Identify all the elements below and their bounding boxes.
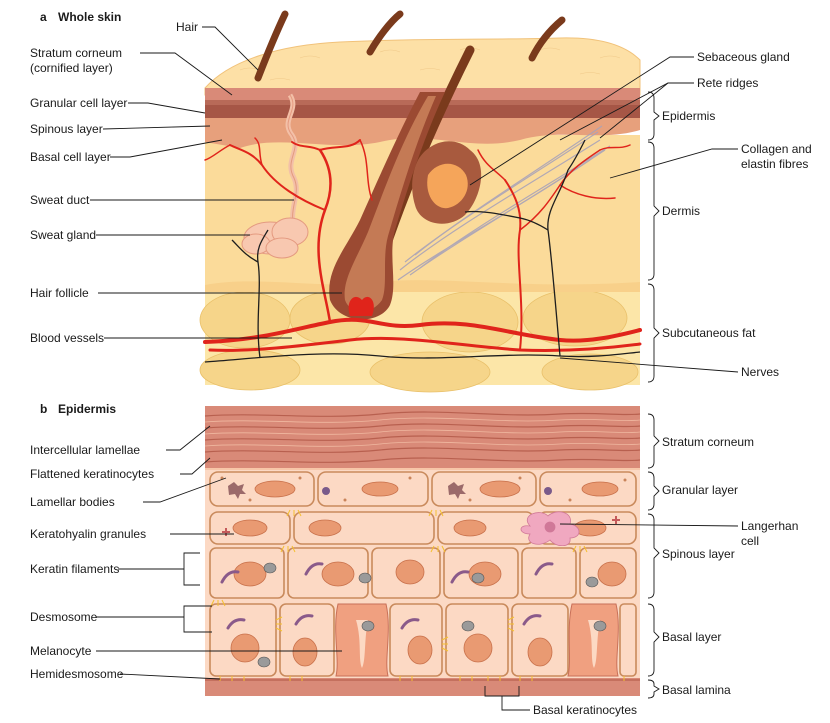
label-stratum-corneum: Stratum corneum [30,46,122,60]
label-basal-keratinocytes: Basal keratinocytes [533,703,637,717]
bracket-dermis: Dermis [662,204,700,218]
spinous-layer-upper [205,510,640,546]
label-melanocyte: Melanocyte [30,644,92,658]
label-langerhan-cell: cell [741,534,759,548]
label-hair: Hair [176,20,198,34]
label-keratin-filaments: Keratin filaments [30,562,119,576]
label-cornified-layer: (cornified layer) [30,61,113,75]
label-nerves: Nerves [741,365,779,379]
label-rete-ridges: Rete ridges [697,76,758,90]
label-keratohyalin-granules: Keratohyalin granules [30,527,146,541]
panel-a-brackets: Epidermis Dermis Subcutaneous fat [648,92,756,382]
bracket-spinous-layer: Spinous layer [662,547,735,561]
label-sweat-gland: Sweat gland [30,228,96,242]
panel-a-letter: a [40,10,47,24]
bracket-granular-layer: Granular layer [662,483,738,497]
whole-skin-panel: a Whole skin [30,10,812,392]
label-basal-cell-layer: Basal cell layer [30,150,111,164]
label-hemidesmosome: Hemidesmosome [30,667,124,681]
label-desmosome: Desmosome [30,610,98,624]
panel-b-letter: b [40,402,47,416]
panel-b-title: Epidermis [58,402,116,416]
panel-b-brackets: Stratum corneum Granular layer Spinous l… [648,414,754,698]
label-intercellular-lamellae: Intercellular lamellae [30,443,140,457]
label-sebaceous-gland: Sebaceous gland [697,50,790,64]
label-elastin-fibres: elastin fibres [741,157,808,171]
label-hair-follicle: Hair follicle [30,286,89,300]
bracket-stratum-corneum: Stratum corneum [662,435,754,449]
bracket-basal-layer: Basal layer [662,630,721,644]
label-flattened-keratinocytes: Flattened keratinocytes [30,467,154,481]
label-langerhan: Langerhan [741,519,798,533]
label-sweat-duct: Sweat duct [30,193,90,207]
label-collagen-and: Collagen and [741,142,812,156]
bracket-basal-lamina: Basal lamina [662,683,731,697]
label-granular-cell-layer: Granular cell layer [30,96,127,110]
label-lamellar-bodies: Lamellar bodies [30,495,115,509]
spinous-layer-lower [205,546,640,602]
panel-a-title: Whole skin [58,10,121,24]
bracket-subcutaneous-fat: Subcutaneous fat [662,326,756,340]
label-blood-vessels: Blood vessels [30,331,104,345]
stratum-corneum-lamellae [205,406,640,468]
basal-lamina [205,678,640,696]
label-spinous-layer: Spinous layer [30,122,103,136]
epidermis-panel: b Epidermis [30,402,798,717]
granular-layer [205,470,640,510]
dermal-papilla [349,297,374,316]
bracket-epidermis: Epidermis [662,109,715,123]
